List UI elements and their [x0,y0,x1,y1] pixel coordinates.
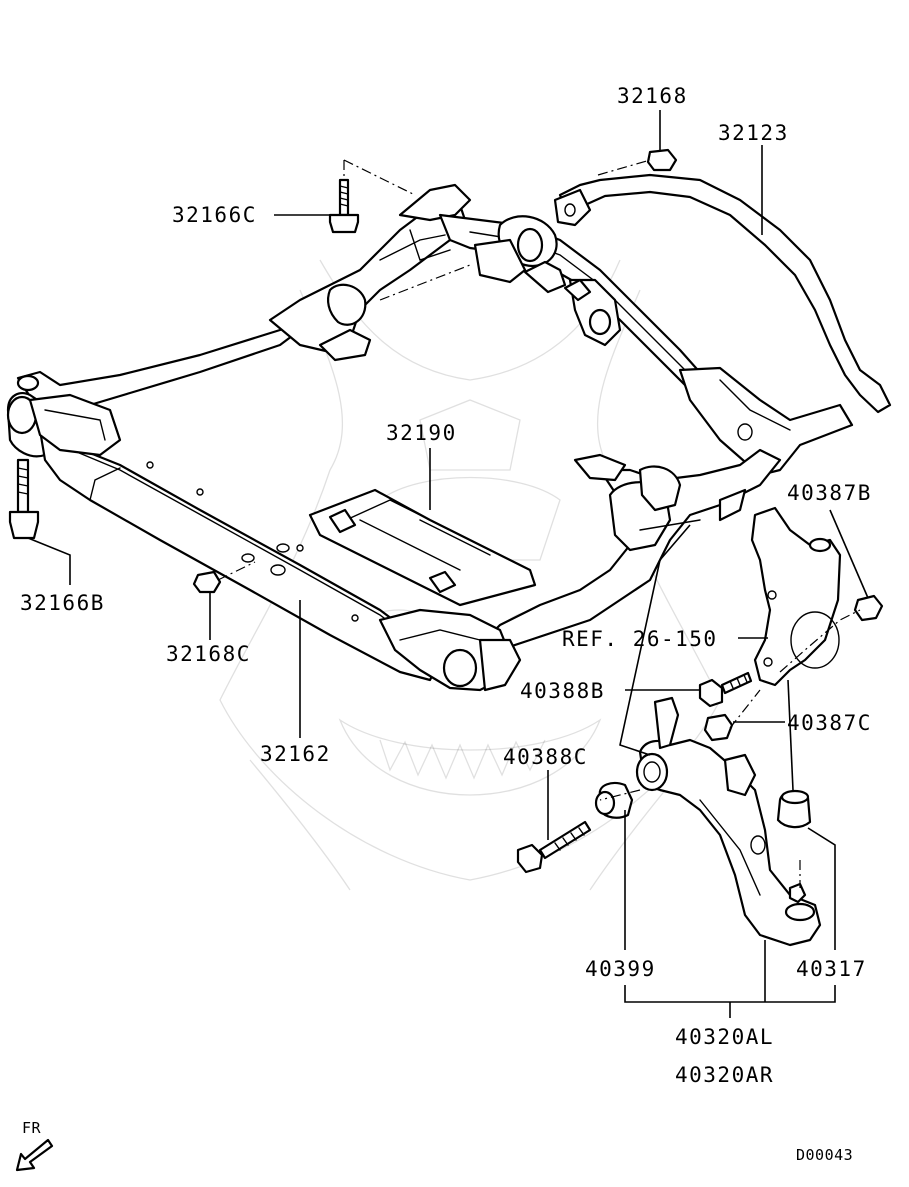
assembly-lines [217,159,861,888]
diagram-code: D00043 [796,1146,853,1164]
steering-knuckle-ref [750,506,842,687]
label-32190: 32190 [386,421,457,445]
skid-plate [308,488,537,607]
label-40387B: 40387B [787,481,872,505]
label-32162: 32162 [260,742,331,766]
label-32168C: 32168C [166,642,251,666]
nut-40387B [853,594,884,622]
stabilizer-bar [553,173,892,414]
label-ref-26-150: REF. 26-150 [562,627,718,651]
bolt-40388C [516,820,592,874]
bolt-40388B [698,671,753,708]
bolt-32166B [8,458,40,540]
label-32166C: 32166C [172,203,257,227]
nut-32168C [192,570,222,594]
label-40399: 40399 [585,957,656,981]
front-label: FR [22,1119,42,1137]
label-32166B: 32166B [20,591,105,615]
label-40317: 40317 [796,957,867,981]
label-40388C: 40388C [503,745,588,769]
label-32123: 32123 [718,121,789,145]
crossmember [6,183,854,692]
nut-40387C [703,713,734,742]
label-32168: 32168 [617,84,688,108]
leader-lines [27,110,869,1018]
bushing [594,781,634,819]
label-40320AR: 40320AR [675,1063,774,1087]
arrow-front-icon: FR [15,1119,54,1172]
bolt-32166C [328,178,360,234]
ball-joint [776,789,816,922]
nut-32168 [646,148,678,172]
label-40387C: 40387C [787,711,872,735]
lower-arm [635,696,822,947]
label-40320AL: 40320AL [675,1025,774,1049]
label-40388B: 40388B [520,679,605,703]
part-labels: 32168 32123 32166C 32190 40387B 32166B 3… [20,84,872,1087]
